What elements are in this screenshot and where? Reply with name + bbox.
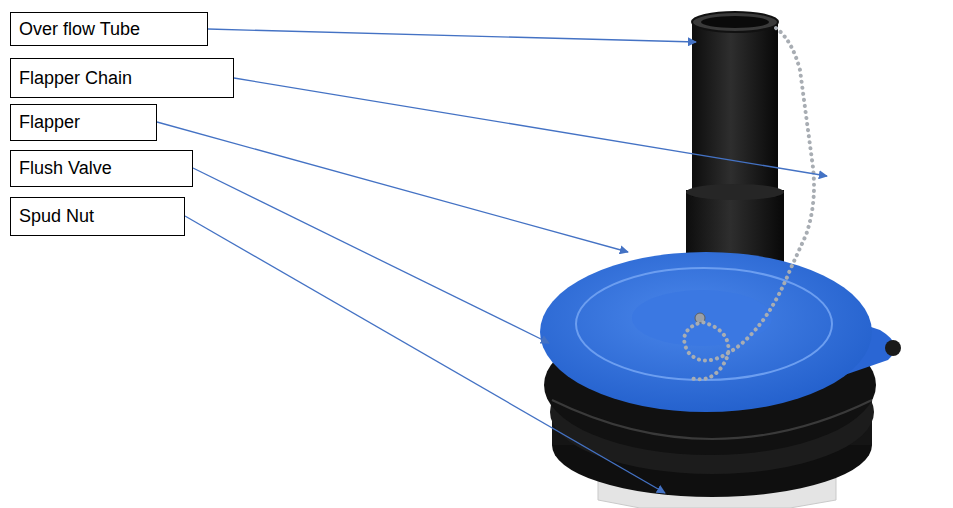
label-box: Flapper bbox=[10, 104, 157, 141]
label-box: Spud Nut bbox=[10, 197, 185, 236]
part-name: Flush Valve bbox=[19, 158, 184, 179]
overflow-tube-shape bbox=[692, 22, 778, 197]
leader-line bbox=[157, 122, 628, 252]
label-box: Flapper Chain bbox=[10, 58, 234, 98]
part-name: Over flow Tube bbox=[19, 19, 199, 40]
flapper-hinge bbox=[885, 340, 901, 356]
leader-line bbox=[208, 29, 696, 42]
flapper-chain-shape bbox=[684, 28, 814, 379]
part-name: Flapper Chain bbox=[19, 68, 225, 89]
part-name: Flapper bbox=[19, 112, 148, 133]
label-box: Over flow Tube bbox=[10, 12, 208, 46]
flapper-disc bbox=[540, 252, 872, 412]
leader-line bbox=[193, 168, 549, 343]
flapper-center bbox=[632, 290, 772, 346]
part-name: Spud Nut bbox=[19, 206, 176, 227]
label-box: Flush Valve bbox=[10, 150, 193, 187]
tube-collar bbox=[686, 184, 784, 200]
tube-opening bbox=[692, 12, 778, 32]
leader-line bbox=[234, 78, 827, 176]
tube-bore bbox=[701, 16, 769, 28]
leader-line bbox=[185, 216, 665, 493]
